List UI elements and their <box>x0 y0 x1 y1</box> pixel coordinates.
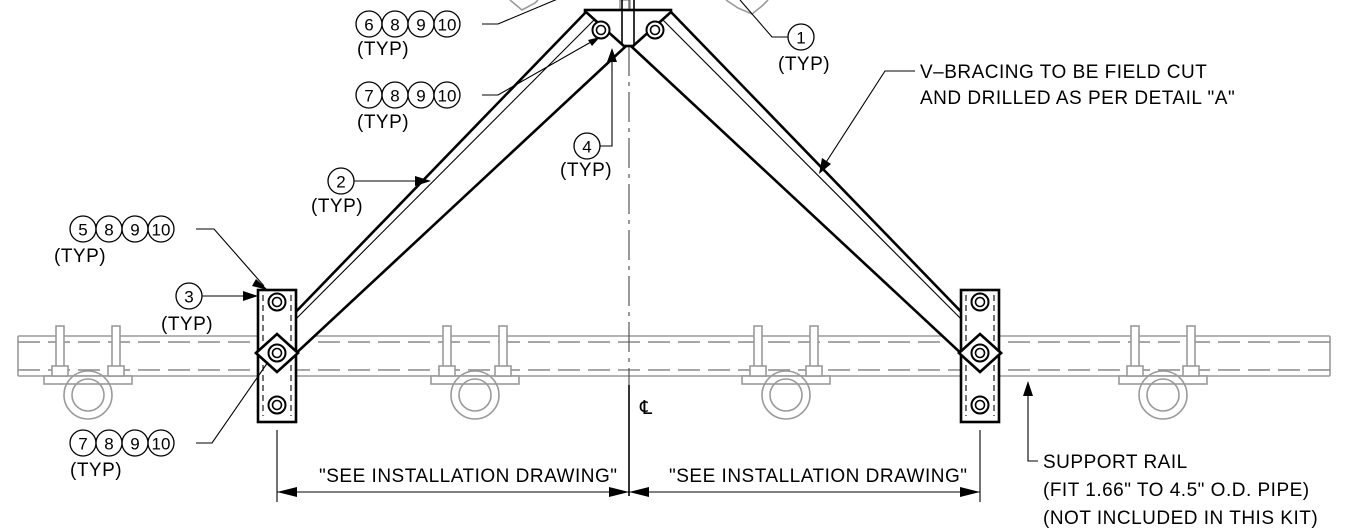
callout-number: 10 <box>152 221 171 240</box>
callout-bubble: 9 <box>407 81 435 109</box>
bolt-icon <box>267 292 287 312</box>
bolt-group <box>267 20 990 415</box>
callout-bubble: 4 <box>573 132 601 160</box>
callout-number: 9 <box>416 87 425 106</box>
callout-bubble: 7 <box>69 429 97 457</box>
callout-typ-label: (TYP) <box>357 39 409 60</box>
callout-bubble: 1 <box>787 23 815 51</box>
callout-typ-label: (TYP) <box>560 160 612 181</box>
pipe-clamp-group <box>43 325 1208 420</box>
callout-number: 9 <box>130 221 139 240</box>
callout-number: 7 <box>364 87 373 106</box>
callout-typ-label: (TYP) <box>778 54 830 75</box>
callout-bubble: 2 <box>327 167 355 195</box>
callout-bubble: 8 <box>381 81 409 109</box>
callout-bubble: 7 <box>355 81 383 109</box>
callout-c-top-right: 1 (TYP) <box>778 23 830 75</box>
callout-typ-label: (TYP) <box>161 314 213 335</box>
callout-typ-label: (TYP) <box>70 460 122 481</box>
centerline-symbol: ℄ <box>639 398 653 419</box>
callout-number: 8 <box>390 87 399 106</box>
vbracing-note-line2: AND DRILLED AS PER DETAIL "A" <box>920 88 1235 109</box>
bolt-icon <box>970 395 990 415</box>
callout-c-center: 4 (TYP) <box>560 132 612 181</box>
callout-bubble: 10 <box>147 429 175 457</box>
support-rail-note-line2: (FIT 1.66" TO 4.5" O.D. PIPE) <box>1043 480 1310 501</box>
callout-number: 9 <box>416 16 425 35</box>
left-v-brace <box>254 10 627 373</box>
callout-bubble: 8 <box>95 215 123 243</box>
dimension-right-label: "SEE INSTALLATION DRAWING" <box>669 466 968 487</box>
callout-number: 10 <box>438 16 457 35</box>
dimension-left-label: "SEE INSTALLATION DRAWING" <box>319 466 618 487</box>
callout-number: 6 <box>364 16 373 35</box>
callout-c-mid-left: 2 (TYP) <box>311 167 363 217</box>
callout-number: 5 <box>78 221 87 240</box>
callout-number: 10 <box>152 435 171 454</box>
callout-bubble: 8 <box>95 429 123 457</box>
callout-c-left-3: 3 (TYP) <box>161 282 213 335</box>
callout-number: 2 <box>336 173 345 192</box>
callout-number: 8 <box>104 221 113 240</box>
callout-typ-label: (TYP) <box>357 112 409 133</box>
callout-bubble: 9 <box>121 429 149 457</box>
callout-bubble: 10 <box>433 81 461 109</box>
callout-typ-label: (TYP) <box>311 196 363 217</box>
callout-number: 8 <box>390 16 399 35</box>
support-rail-note-line3: (NOT INCLUDED IN THIS KIT) <box>1043 508 1318 529</box>
bolt-icon <box>970 343 990 363</box>
callout-bubble: 9 <box>407 10 435 38</box>
bolt-icon <box>267 395 287 415</box>
support-rail-note-line1: SUPPORT RAIL <box>1043 452 1188 473</box>
callout-bubble: 10 <box>433 10 461 38</box>
callout-number: 4 <box>582 138 591 157</box>
bolt-icon <box>645 20 665 40</box>
callout-bubble: 5 <box>69 215 97 243</box>
support-rail <box>17 335 1331 377</box>
callout-number: 7 <box>78 435 87 454</box>
callout-bubble: 3 <box>175 282 203 310</box>
callout-number: 9 <box>130 435 139 454</box>
bolt-icon <box>591 20 611 40</box>
callout-typ-label: (TYP) <box>54 246 106 267</box>
bolt-icon <box>267 343 287 363</box>
dimension-line: "SEE INSTALLATION DRAWING" "SEE INSTALLA… <box>276 430 981 502</box>
callout-bubble: 9 <box>121 215 149 243</box>
callout-number: 1 <box>796 29 805 48</box>
callout-number: 3 <box>184 288 193 307</box>
u-bolt-clamp-icon <box>43 325 133 420</box>
callout-bubble: 8 <box>381 10 409 38</box>
callout-bubble: 10 <box>147 215 175 243</box>
callout-number: 8 <box>104 435 113 454</box>
u-bolt-clamp-icon <box>1118 325 1208 420</box>
bolt-icon <box>970 292 990 312</box>
vbracing-note-line1: V–BRACING TO BE FIELD CUT <box>920 62 1207 83</box>
u-bolt-clamp-icon <box>741 325 831 420</box>
callout-number: 10 <box>438 87 457 106</box>
callout-bubble: 6 <box>355 10 383 38</box>
leader-lines <box>196 0 1038 462</box>
u-bolt-clamp-icon <box>430 325 520 420</box>
